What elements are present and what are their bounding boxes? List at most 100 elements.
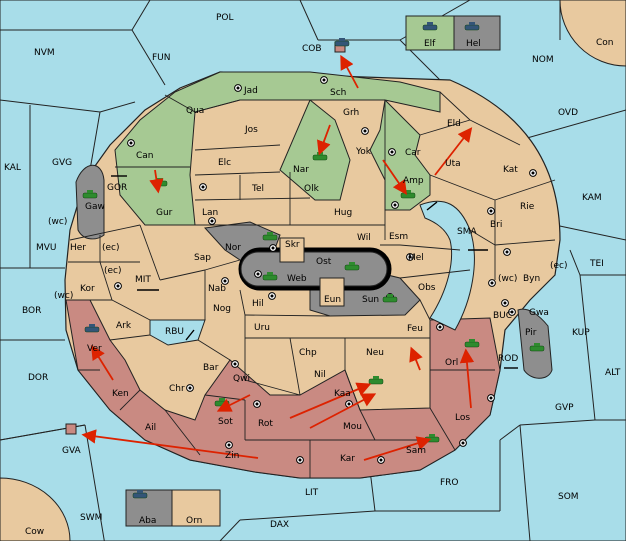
prov-mou: Mou [343, 422, 362, 432]
sea-som: SOM [558, 492, 579, 502]
supply-center-core [233, 362, 237, 366]
move-arrow [363, 436, 432, 461]
move-arrow [382, 159, 408, 195]
sea-mvu: MVU [36, 243, 57, 253]
prov-ost: Ost [316, 257, 332, 267]
unit-token[interactable] [368, 376, 384, 385]
unit-turret [157, 178, 163, 181]
supply-center-core [408, 255, 412, 259]
prov-sot: Sot [218, 417, 233, 427]
prov-rot: Rot [258, 419, 273, 429]
supply-center-core [255, 402, 259, 406]
supply-center-core [201, 185, 205, 189]
region-grey-gaw [75, 164, 105, 240]
sea-gvp: GVP [555, 403, 574, 413]
sea-buc: BUC [493, 311, 512, 321]
unit-token[interactable] [262, 272, 278, 281]
prov-kaa: Kaa [334, 389, 351, 399]
prov-nar: Nar [293, 165, 309, 175]
supply-center-core [390, 150, 394, 154]
region-green-north [114, 71, 441, 226]
prov-uta: Uta [445, 159, 461, 169]
supply-center-core [503, 301, 507, 305]
prov-orl: Orl [445, 358, 458, 368]
supply-center-core [116, 284, 120, 288]
prov-bri: Bri [490, 220, 502, 230]
sea-con: Con [596, 38, 614, 48]
prov-nor: Nor [225, 243, 241, 253]
supply-center-core [489, 209, 493, 213]
strait-rbu [185, 329, 195, 341]
unit-token[interactable] [262, 232, 278, 241]
unit-token[interactable] [334, 38, 350, 47]
unit-token[interactable] [529, 343, 545, 352]
unit-token[interactable] [82, 190, 98, 199]
prov-ark: Ark [116, 321, 132, 331]
prov-gwa: Gwa [529, 308, 549, 318]
unit-token[interactable] [464, 22, 480, 31]
prov-wil: Wil [357, 233, 371, 243]
prov-gaw: Gaw [85, 202, 105, 212]
sea-rbu: RBU [165, 327, 184, 337]
box-orn-label: Orn [186, 516, 202, 526]
prov-car: Car [405, 148, 421, 158]
move-arrow [289, 382, 372, 419]
prov-jos: Jos [244, 125, 258, 135]
prov-her: Her [70, 243, 86, 253]
unit-body [344, 264, 360, 271]
unit-turret [429, 434, 435, 437]
prov-sun: Sun [362, 295, 379, 305]
sea-gva: GVA [62, 446, 82, 456]
prov-can: Can [136, 151, 154, 161]
province-labels: Jad Qua Sch Grh Jos Eld Can Elc Nar Yok … [70, 86, 549, 464]
unit-body [368, 378, 384, 385]
move-orders [81, 54, 475, 461]
prov-sam: Sam [406, 446, 426, 456]
unit-token[interactable] [422, 22, 438, 31]
unit-turret [267, 232, 273, 235]
prov-ken: Ken [112, 389, 129, 399]
sea-kal: KAL [4, 163, 21, 173]
unit-token[interactable] [464, 339, 480, 348]
sea-mit: MIT [135, 275, 151, 285]
coast-her-ec: (ec) [102, 243, 120, 253]
move-arrow [216, 394, 251, 412]
unit-body [464, 341, 480, 348]
unit-turret [87, 190, 93, 193]
unit-turret [469, 22, 475, 25]
sea-rod: ROD [498, 354, 518, 364]
unit-token[interactable] [132, 490, 148, 499]
region-red-south [65, 299, 501, 479]
prov-lan: Lan [202, 208, 218, 218]
inner-sea [419, 200, 475, 331]
prov-rie: Rie [520, 202, 535, 212]
supply-center-core [322, 78, 326, 82]
gva-marker [65, 423, 77, 435]
prov-olk: Olk [304, 184, 320, 194]
supply-center-core [489, 396, 493, 400]
box-orn [171, 489, 221, 527]
unit-token[interactable] [344, 262, 360, 271]
unit-token[interactable] [382, 294, 398, 303]
unit-token[interactable] [84, 324, 100, 333]
sea-alt: ALT [605, 368, 621, 378]
strait-arrows [111, 175, 518, 369]
move-arrow [91, 344, 114, 381]
prov-kor: Kor [80, 284, 95, 294]
prov-nab: Nab [208, 284, 226, 294]
sea-swm: SWM [80, 513, 102, 523]
unit-turret [219, 398, 225, 401]
sea-kam: KAM [582, 193, 602, 203]
unit-turret [137, 490, 143, 493]
supply-center-core [461, 441, 465, 445]
coast-byn-ec: (ec) [550, 261, 568, 271]
unit-body [84, 326, 100, 333]
unit-turret [534, 343, 540, 346]
supply-center-core [256, 272, 260, 276]
move-arrow [434, 127, 473, 176]
sea-gvg: GVG [52, 158, 72, 168]
supply-center-core [298, 458, 302, 462]
unit-turret [89, 324, 95, 327]
